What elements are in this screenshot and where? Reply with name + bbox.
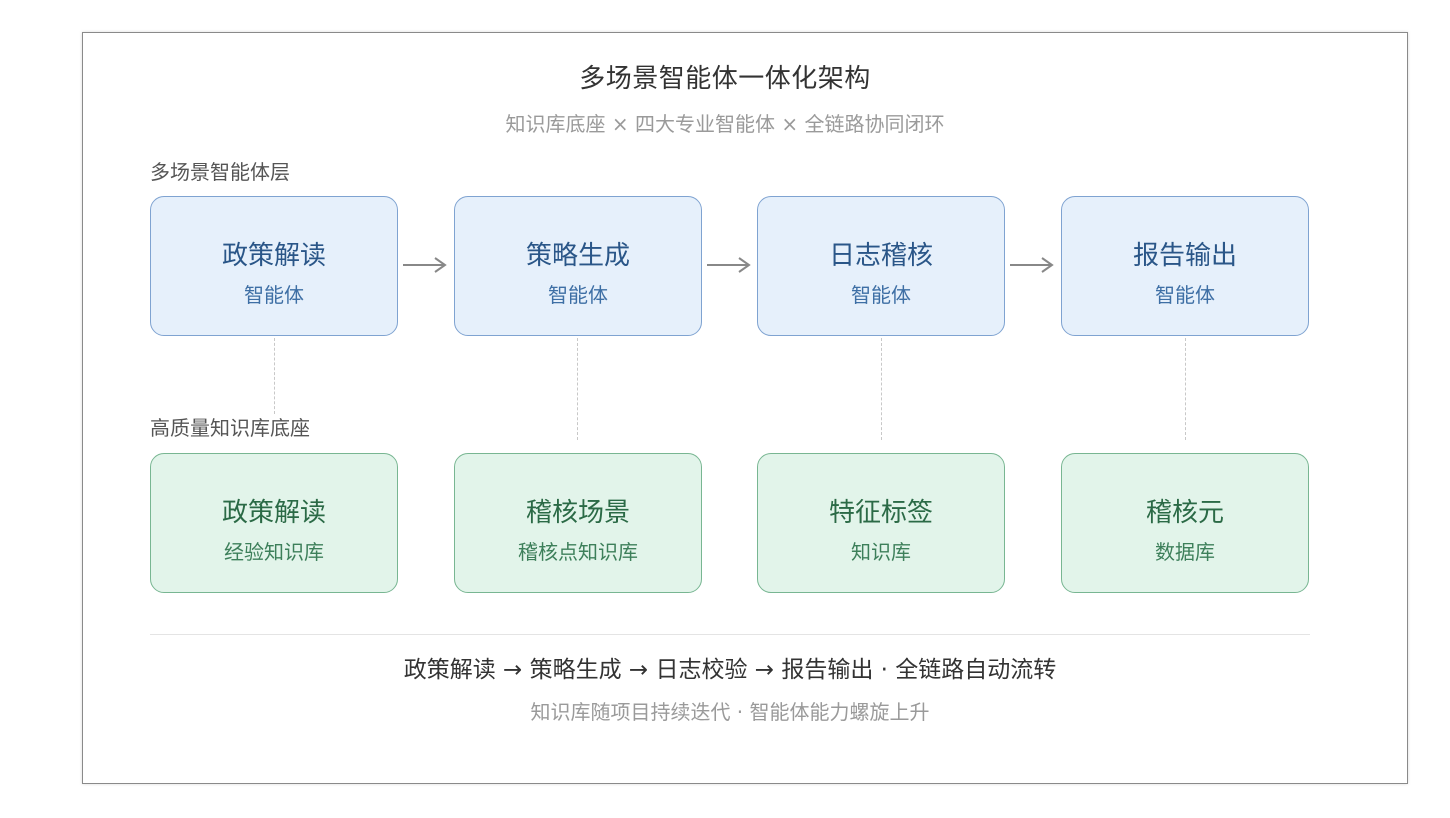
- footer-divider: [150, 634, 1310, 635]
- agent-box-policy-interpretation: 政策解读 智能体: [150, 196, 398, 336]
- agent-box-report-output: 报告输出 智能体: [1061, 196, 1309, 336]
- layer-connector: [881, 338, 882, 440]
- footer-flow-text: 政策解读 → 策略生成 → 日志校验 → 报告输出 · 全链路自动流转: [403, 657, 1057, 683]
- kb-box-feature-tags: 特征标签 知识库: [757, 453, 1005, 593]
- agent-box-subtitle: 智能体: [1155, 283, 1215, 307]
- kb-box-title: 稽核元: [1145, 498, 1224, 528]
- agent-box-strategy-generation: 策略生成 智能体: [454, 196, 702, 336]
- agent-box-subtitle: 智能体: [851, 283, 911, 307]
- agent-box-log-audit: 日志稽核 智能体: [757, 196, 1005, 336]
- kb-box-title: 特征标签: [828, 498, 933, 528]
- flow-arrow-icon: [1010, 257, 1054, 273]
- flow-arrow-icon: [707, 257, 751, 273]
- agent-box-title: 日志稽核: [828, 241, 933, 271]
- kb-box-audit-scenario: 稽核场景 稽核点知识库: [454, 453, 702, 593]
- diagram-subtitle: 知识库底座 × 四大专业智能体 × 全链路协同闭环: [505, 112, 945, 136]
- kb-box-audit-metadata: 稽核元 数据库: [1061, 453, 1309, 593]
- kb-box-subtitle: 稽核点知识库: [518, 540, 638, 564]
- diagram-title: 多场景智能体一体化架构: [579, 64, 871, 94]
- layer-connector: [274, 338, 275, 414]
- layer-connector: [1185, 338, 1186, 440]
- agent-box-subtitle: 智能体: [244, 283, 304, 307]
- diagram-frame: [82, 32, 1408, 784]
- layer-connector: [577, 338, 578, 440]
- kb-box-subtitle: 经验知识库: [224, 540, 324, 564]
- agent-box-title: 政策解读: [221, 241, 326, 271]
- kb-box-policy-experience: 政策解读 经验知识库: [150, 453, 398, 593]
- kb-box-subtitle: 知识库: [851, 540, 911, 564]
- agent-box-title: 报告输出: [1132, 241, 1237, 271]
- kb-box-title: 政策解读: [221, 498, 326, 528]
- agent-box-title: 策略生成: [525, 241, 630, 271]
- kb-box-title: 稽核场景: [525, 498, 630, 528]
- kb-box-subtitle: 数据库: [1155, 540, 1215, 564]
- footer-note-text: 知识库随项目持续迭代 · 智能体能力螺旋上升: [530, 700, 930, 724]
- agent-box-subtitle: 智能体: [548, 283, 608, 307]
- agent-layer-label: 多场景智能体层: [150, 160, 290, 184]
- flow-arrow-icon: [403, 257, 447, 273]
- kb-layer-label: 高质量知识库底座: [150, 416, 310, 440]
